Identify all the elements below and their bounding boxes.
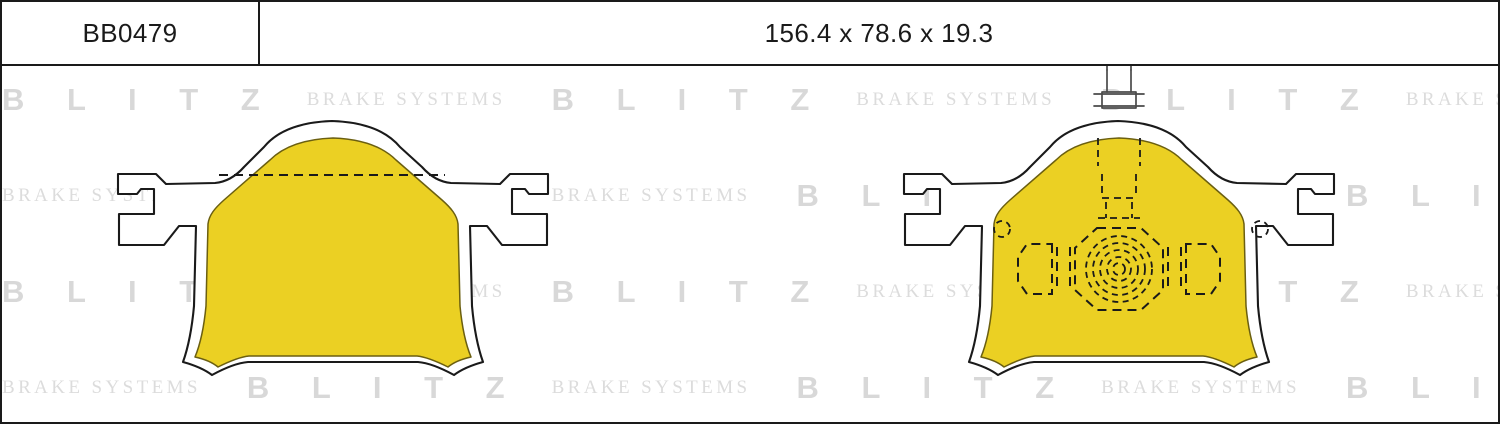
dimensions-text: 156.4 x 78.6 x 19.3 [764,17,994,48]
watermark-tagline: BRAKE SYSTEMS [1101,185,1301,206]
watermark-tagline: BRAKE SYSTEMS [1405,281,1498,302]
left-pad-friction-material [194,137,472,368]
product-code-text: BB0479 [82,17,178,48]
watermark-brand: B L I T Z [796,370,1072,405]
right-pad-sensor-stem [1105,202,1133,218]
watermark-tagline: BRAKE SYSTEMS [856,89,1056,110]
watermark-row: BRAKE SYSTEMS B L I T Z BRAKE SYSTEMS B L I… [2,370,1498,406]
watermark-tagline: BRAKE SYSTEMS [306,281,506,302]
brake-pad-with-wear-sensor [902,119,1336,377]
right-pad-sensor-slot [1101,174,1137,199]
watermark-tagline: BRAKE SYSTEMS [1405,89,1498,110]
right-pad-friction-material [980,137,1258,368]
watermark-brand: B L I T Z [2,274,277,309]
brake-pad-without-sensor [116,119,550,377]
watermark-brand: B L I T Z [2,82,277,117]
right-pad-rivet-hole-right [1251,220,1269,238]
right-pad-left-block-inner [1056,247,1071,292]
watermark-row: BRAKE SYSTEMS B L I T Z BRAKE SYSTEMS B L I… [2,178,1498,214]
watermark-brand: B L I T Z [246,370,522,405]
watermark-tagline: BRAKE SYSTEMS [856,281,1056,302]
right-pad-backing-plate [902,119,1336,377]
left-pad-backing-plate [116,119,550,377]
right-pad-hub-ring-2 [1092,242,1146,296]
watermark-brand: B L I T Z [1101,274,1376,309]
right-pad-hub-ring-5 [1112,262,1126,276]
watermark-brand: B L I T Z [1346,178,1498,213]
watermark-brand: B L I T Z [796,178,1072,213]
watermark-row: B L I T Z BRAKE SYSTEMS B L I T Z BRAKE SYS… [2,82,1498,118]
right-pad-right-block-inner [1167,247,1182,292]
right-pad-sensor-seat-outline [1097,138,1141,166]
sensor-clip-collar [1101,91,1137,109]
watermark-tagline: BRAKE SYSTEMS [551,185,751,206]
watermark-brand: B L I T Z [551,274,827,309]
sensor-clip-flange [1093,93,1145,107]
watermark-tagline: BRAKE SYSTEMS [2,377,201,398]
watermark-tagline: BRAKE SYSTEMS [551,377,751,398]
right-pad-left-block-outer [1017,243,1053,295]
watermark-tagline: BRAKE SYSTEMS [306,89,506,110]
watermark-tagline: BRAKE SYSTEMS [2,185,201,206]
header-table: BB0479 156.4 x 78.6 x 19.3 [2,2,1498,66]
product-code-cell: BB0479 [2,2,260,64]
right-pad-rivet-hole-left [993,220,1011,238]
right-pad-hub-ring-4 [1106,256,1132,282]
right-pad-hub-ring-3 [1099,249,1139,289]
watermark-brand: B L I T Z [246,178,522,213]
watermark-brand: B L I T Z [1101,82,1376,117]
watermark-brand: B L I T Z [1346,370,1498,405]
watermark-tagline: BRAKE SYSTEMS [1101,377,1301,398]
dimensions-cell: 156.4 x 78.6 x 19.3 [260,2,1498,64]
right-pad-hub-outline [1074,227,1164,311]
right-pad-right-block-outer [1185,243,1221,295]
watermark-brand: B L I T Z [551,82,827,117]
right-pad-hub-ring-1 [1085,235,1153,303]
watermark-row: B L I T Z BRAKE SYSTEMS B L I T Z BRAKE SYS… [2,274,1498,310]
